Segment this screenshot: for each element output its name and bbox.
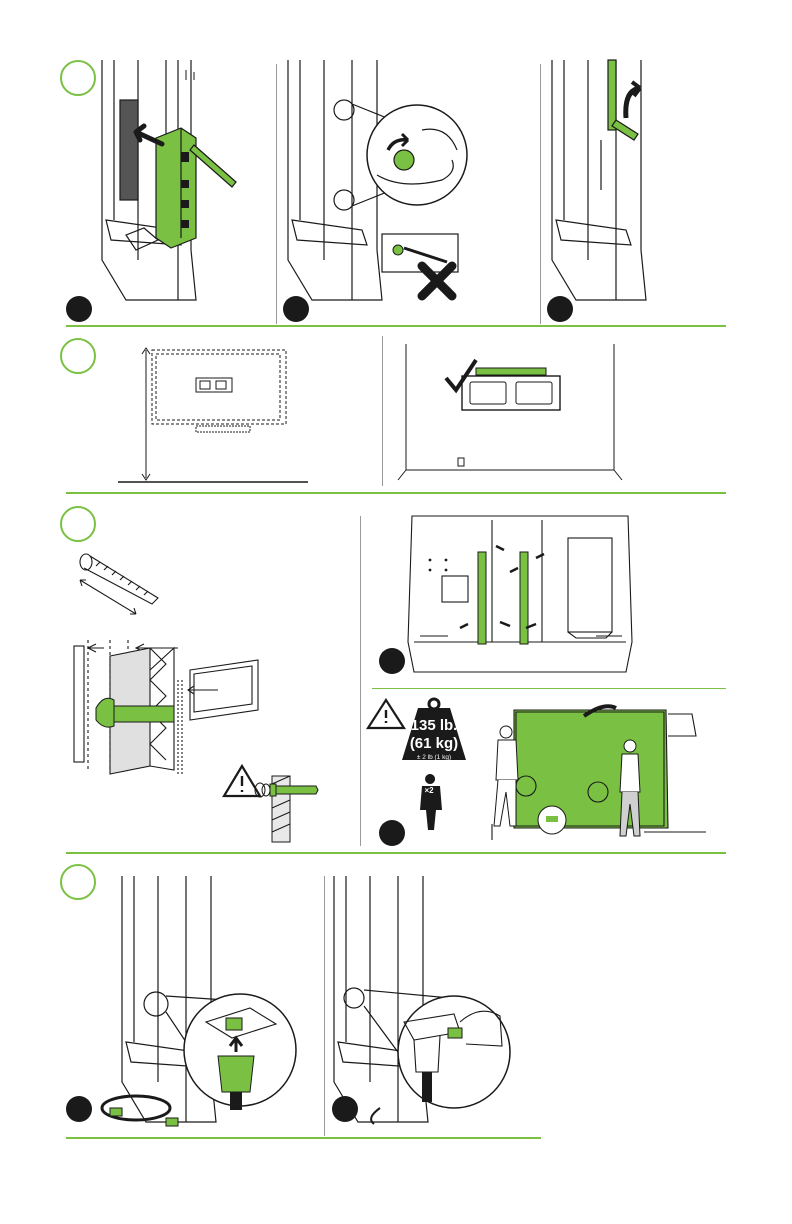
step-circle-3: [60, 506, 96, 542]
section-divider-4: [66, 1137, 541, 1139]
section-divider-2: [66, 492, 726, 494]
section-divider-3: [66, 852, 726, 854]
zoom-inset-screw: [367, 105, 467, 205]
panel-divider-2: [382, 336, 383, 486]
checkmark-icon: [446, 360, 476, 390]
panel-divider-3: [360, 516, 361, 846]
illustration-secure-plug: [330, 872, 540, 1136]
people-count: ×2: [423, 786, 435, 795]
illustration-attach-brackets: [400, 512, 636, 680]
panel-divider-1b: [540, 64, 541, 324]
weight-kilograms: (61 kg): [402, 735, 466, 752]
section-divider-1: [66, 325, 726, 327]
illustration-insert-module: [66, 60, 276, 322]
person-icon: [420, 774, 442, 830]
illustration-plug-power: [66, 872, 324, 1136]
weight-pounds: 135 lb.: [402, 717, 466, 734]
illustration-lift-handle: [546, 60, 726, 322]
illustration-screw-wall: [66, 540, 360, 850]
step-circle-2: [60, 338, 96, 374]
panel-divider-4: [324, 876, 325, 1136]
panel-divider-1a: [276, 64, 277, 324]
illustration-tighten-screws: [282, 60, 540, 322]
weight-tolerance: ± 2 lb (1 kg): [402, 754, 466, 761]
illustration-level-bracket: [394, 340, 626, 488]
illustration-mount-height: [110, 340, 382, 488]
subsection-divider: [372, 688, 726, 689]
spirit-level: [476, 368, 546, 375]
